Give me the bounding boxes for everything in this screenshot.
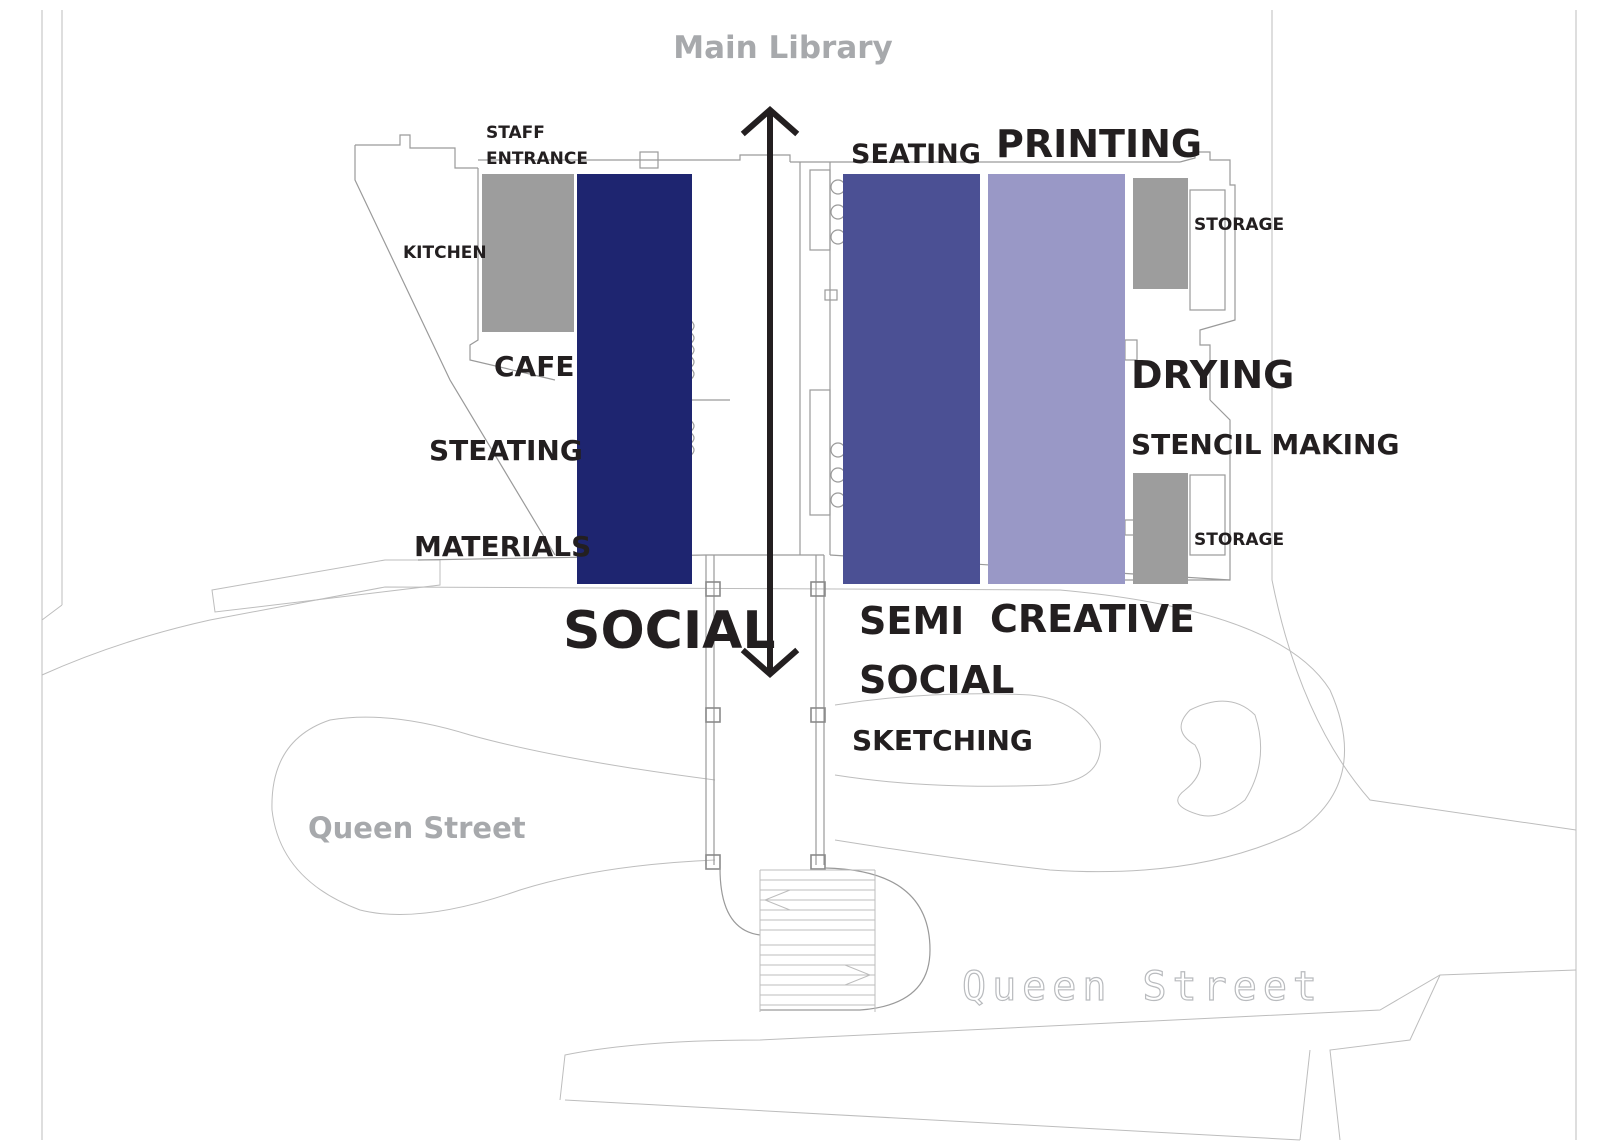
staff-label: STAFF xyxy=(486,123,545,143)
sketching-label: SKETCHING xyxy=(852,724,1033,757)
creative-zone-block xyxy=(988,174,1125,584)
circulation-arrow xyxy=(740,106,800,678)
site-linework xyxy=(41,10,1577,1141)
kitchen-label: KITCHEN xyxy=(403,243,487,263)
kitchen-block xyxy=(482,174,574,332)
stairs xyxy=(759,869,876,1012)
social-zone-block xyxy=(577,174,692,584)
entrance-label: ENTRANCE xyxy=(486,149,588,169)
drying-label: DRYING xyxy=(1131,353,1294,397)
seating-label: SEATING xyxy=(851,139,981,170)
storage-bottom-label: STORAGE xyxy=(1194,530,1284,550)
main-library-label: Main Library xyxy=(673,30,893,66)
storage-top-block xyxy=(1133,178,1188,289)
creative-zone-label: CREATIVE xyxy=(990,597,1195,641)
semi-label: SEMI xyxy=(859,599,964,643)
printing-label: PRINTING xyxy=(996,122,1202,166)
social-zone-label: SOCIAL xyxy=(563,601,776,661)
queen-street-label: Queen Street xyxy=(308,811,526,845)
storage-bottom-block xyxy=(1133,473,1188,584)
storage-top-label: STORAGE xyxy=(1194,215,1284,235)
materials-label: MATERIALS xyxy=(414,530,591,563)
semi-social-label: SOCIAL xyxy=(859,658,1014,702)
queen-street-outline-label: Queen Street xyxy=(962,964,1323,1010)
cafe-label: CAFE xyxy=(494,350,574,383)
stencil-making-label: STENCIL MAKING xyxy=(1131,428,1399,461)
semi-social-zone-block xyxy=(843,174,980,584)
steating-label: STEATING xyxy=(429,434,583,467)
